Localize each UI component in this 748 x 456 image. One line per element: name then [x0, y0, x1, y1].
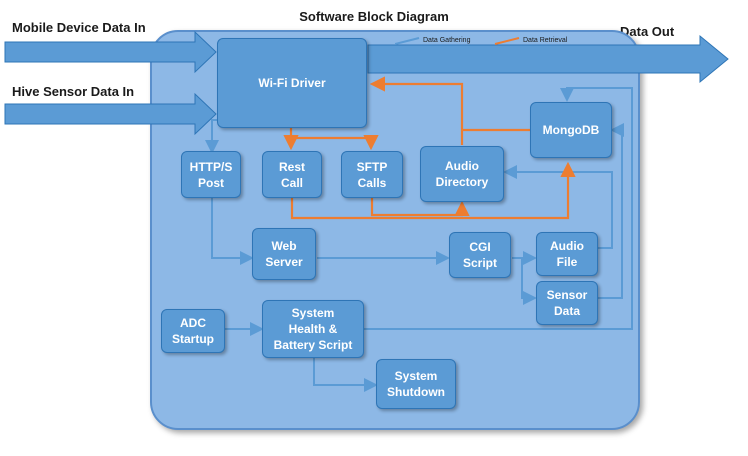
http-post-label: HTTP/S Post — [189, 159, 233, 190]
web-server-block: Web Server — [252, 228, 316, 280]
gathering-swatch — [395, 37, 420, 45]
adc-startup-label: ADC Startup — [172, 316, 214, 346]
mobile-input-label: Mobile Device Data In — [12, 20, 146, 35]
legend-retrieval-label: Data Retrieval — [523, 37, 568, 44]
system-health-block: System Health & Battery Script — [262, 300, 364, 358]
health-to-mongodb-line — [364, 87, 633, 330]
cgi-script-block: CGI Script — [449, 232, 511, 278]
sftp-calls-label: SFTP Calls — [356, 159, 388, 190]
wifi-to-sftp-line — [291, 134, 379, 151]
hive-input-label: Hive Sensor Data In — [12, 84, 135, 99]
system-shutdown-block: System Shutdown — [376, 359, 456, 409]
legend-gathering-label: Data Gathering — [423, 37, 471, 44]
mongodb-label: MongoDB — [542, 123, 600, 137]
data-out-arrow — [367, 34, 729, 84]
http-to-web-line — [211, 198, 254, 265]
sensor-to-mongodb-line — [598, 123, 624, 299]
output-label: Data Out — [620, 24, 675, 39]
sftp-calls-block: SFTP Calls — [341, 151, 403, 198]
system-shutdown-label: System Shutdown — [387, 369, 445, 399]
system-health-label: System Health & Battery Script — [273, 306, 353, 352]
audiodir-to-wifi-line — [369, 76, 464, 145]
mobile-input-arrow — [4, 30, 217, 74]
cgi-to-sensor-line — [521, 258, 537, 305]
wifi-driver-block: Wi-Fi Driver — [217, 38, 367, 128]
audiofile-to-directory-line — [503, 165, 613, 249]
sensor-data-label: Sensor Data — [546, 288, 588, 318]
legend-swatches — [395, 37, 520, 45]
cgi-script-label: CGI Script — [462, 240, 497, 270]
sensor-data-block: Sensor Data — [536, 281, 598, 325]
retrieval-swatch — [494, 37, 520, 45]
sftp-to-audiodir-line — [370, 198, 470, 217]
rest-call-label: Rest Call — [278, 159, 305, 190]
health-to-shutdown-line — [313, 358, 378, 392]
audio-directory-block: Audio Directory — [420, 146, 504, 202]
rest-to-mongodb-line — [290, 161, 576, 220]
diagram-title: Software Block Diagram — [299, 9, 449, 24]
audio-file-label: Audio File — [550, 239, 584, 269]
audio-file-block: Audio File — [536, 232, 598, 276]
web-server-label: Web Server — [265, 239, 303, 269]
audio-directory-label: Audio Directory — [435, 159, 489, 189]
legend: Data Gathering Data Retrieval — [395, 35, 605, 49]
http-post-block: HTTP/S Post — [181, 151, 241, 198]
mongodb-block: MongoDB — [530, 102, 612, 158]
hive-input-arrow — [4, 92, 217, 136]
wifi-driver-label: Wi-Fi Driver — [258, 76, 326, 90]
adc-startup-block: ADC Startup — [161, 309, 225, 353]
rest-call-block: Rest Call — [262, 151, 322, 198]
